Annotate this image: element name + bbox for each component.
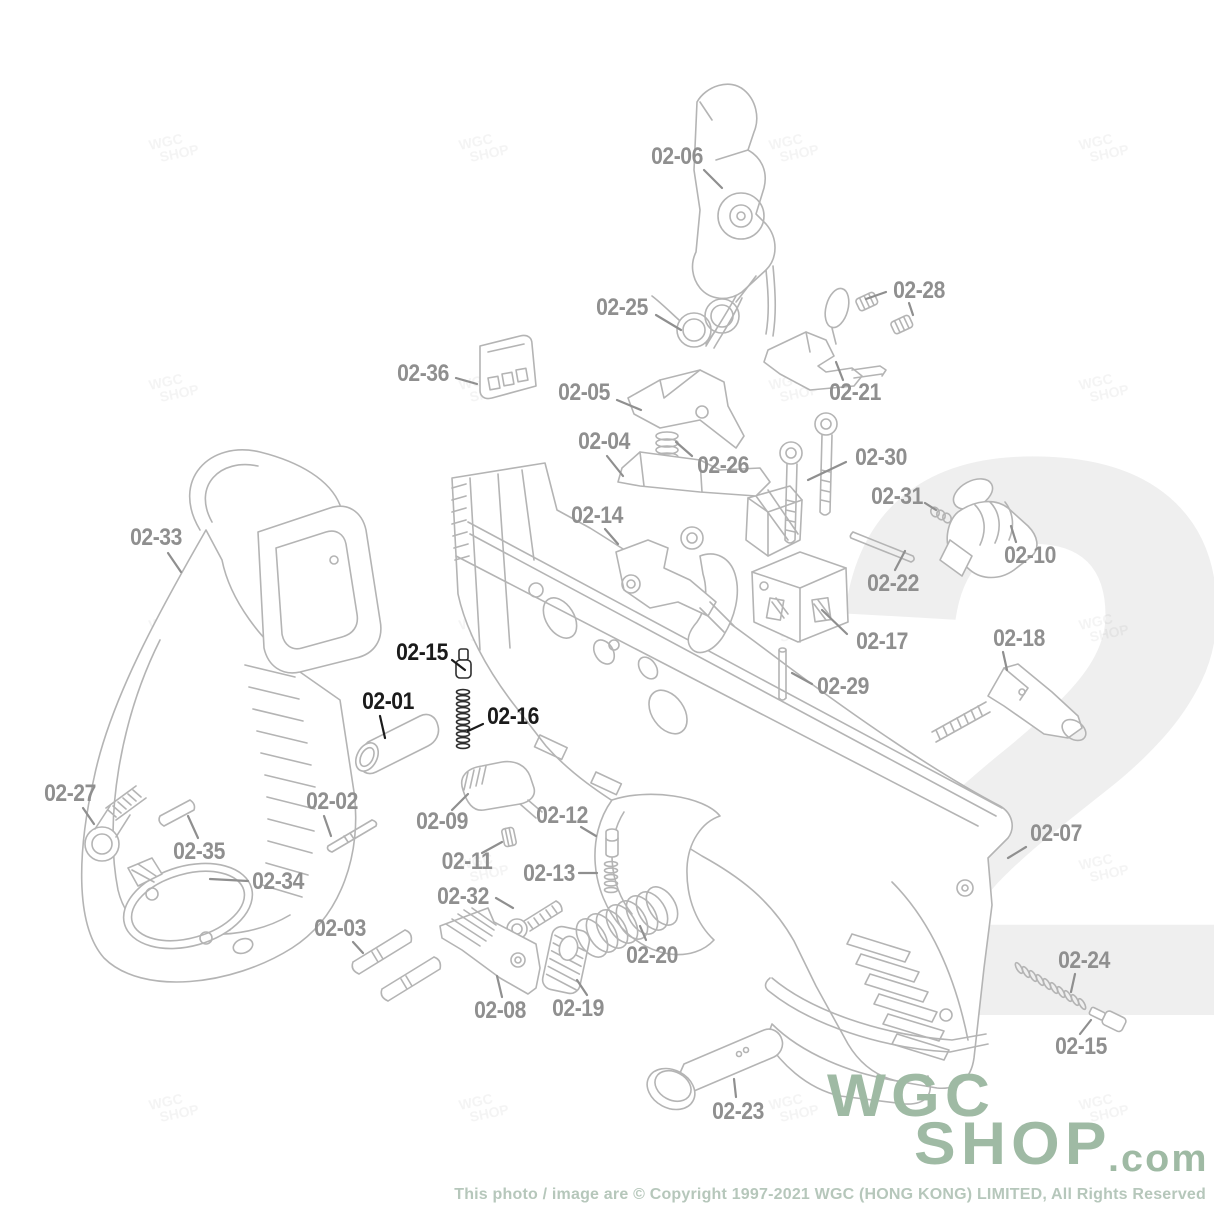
copyright-text: This photo / image are © Copyright 1997-… xyxy=(454,1186,1206,1203)
part-02-25-art xyxy=(651,275,757,348)
part-02-10-art xyxy=(939,478,1038,579)
part-02-29-art xyxy=(778,647,787,701)
part-02-36-art xyxy=(479,334,537,400)
logo-com: .com xyxy=(1108,1138,1209,1180)
part-02-35-art xyxy=(158,799,196,827)
part-02-04-art xyxy=(617,451,799,541)
part-02-19-art xyxy=(541,925,591,995)
part-02-06-art xyxy=(691,83,777,349)
part-02-16-art xyxy=(455,688,471,750)
part-02-11-art xyxy=(501,826,517,848)
part-02-13-art xyxy=(603,860,619,894)
part-02-14-art xyxy=(615,539,735,633)
part-02-05-art xyxy=(627,369,745,449)
part-02-20-art xyxy=(575,886,679,958)
part-02-23-art xyxy=(646,1028,784,1111)
part-02-03-art xyxy=(351,929,442,1002)
part-02-28-art xyxy=(855,291,915,335)
leader-lines xyxy=(81,168,1093,1099)
part-02-08-art xyxy=(439,907,541,995)
part-02-02-art xyxy=(326,819,378,853)
part-02-21-art xyxy=(763,287,887,391)
part-02-01-art xyxy=(354,713,440,775)
logo-wgc: WGC xyxy=(827,1062,996,1129)
part-02-18-art xyxy=(931,663,1087,743)
part-02-15-lower-art xyxy=(1088,1006,1127,1033)
part-02-30-art xyxy=(779,412,838,544)
part-02-27-art xyxy=(84,785,147,862)
part-02-22-art xyxy=(849,531,915,563)
part-02-24-art xyxy=(1014,961,1087,1011)
part-02-34-art xyxy=(122,857,254,955)
logo-shop: SHOP xyxy=(914,1110,1112,1177)
part-02-09-art xyxy=(461,760,543,819)
part-02-12-art xyxy=(605,828,619,858)
part-02-17-art xyxy=(751,551,849,643)
